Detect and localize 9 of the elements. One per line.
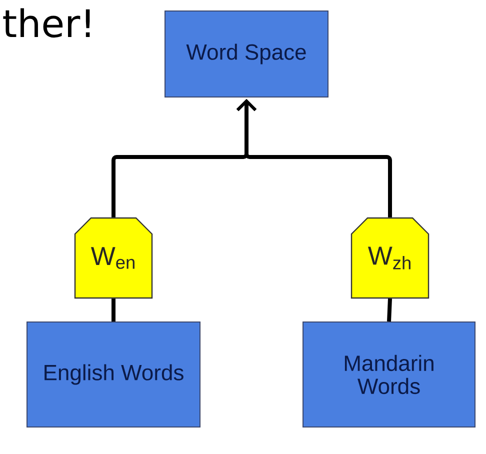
weight-tag: W$_{en}$ [74,217,153,299]
process-box: English Words [26,322,200,428]
weight-tag: W$_{zh}$ [350,217,430,299]
connector [236,99,392,218]
process-box: Word Space [164,10,328,98]
connector [112,298,116,322]
connector [387,298,392,322]
heading-text: ther! [3,8,90,38]
process-box: Mandarin Words [302,322,476,428]
